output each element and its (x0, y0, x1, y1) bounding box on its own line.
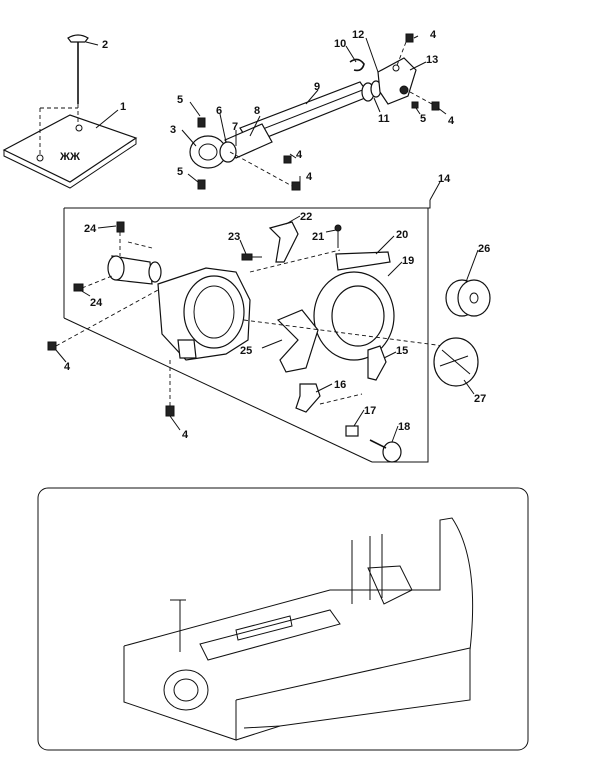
hook-base (157, 267, 251, 361)
callout-9: 9 (314, 81, 320, 93)
callout-3: 3 (170, 124, 176, 136)
callout-7: 7 (232, 121, 238, 133)
callout-2: 2 (102, 39, 108, 51)
callout-19: 19 (402, 255, 414, 267)
inset-frame (37, 487, 529, 751)
callout-11: 11 (378, 113, 390, 125)
callout-27: 27 (474, 393, 486, 405)
plate-20 (335, 251, 391, 271)
assembly-frame (63, 200, 431, 463)
hook-race-19 (313, 271, 395, 361)
callout-4e: 4 (64, 361, 71, 373)
bobbin-case-27 (433, 337, 479, 387)
callout-16: 16 (334, 379, 346, 391)
hook-25 (276, 309, 319, 373)
screw-21 (334, 224, 342, 248)
callout-5c: 5 (420, 113, 426, 125)
leader-lines (55, 35, 479, 443)
callout-13: 13 (426, 54, 438, 66)
part-16 (295, 383, 321, 413)
machine-body-inset (123, 517, 474, 741)
screw-18 (369, 439, 402, 463)
part-22 (268, 221, 299, 263)
set-screws-upper (197, 33, 440, 191)
callout-23: 23 (228, 231, 240, 243)
callout-4d: 4 (448, 115, 455, 127)
callout-4c: 4 (306, 171, 313, 183)
callout-17: 17 (364, 405, 376, 417)
plate-mark: ЖЖ (59, 151, 80, 163)
part-15 (367, 345, 387, 381)
callout-15: 15 (396, 345, 408, 357)
callout-10: 10 (334, 38, 346, 50)
callout-20: 20 (396, 229, 408, 241)
callout-24a: 24 (84, 223, 97, 235)
callout-21: 21 (312, 231, 324, 243)
callout-1: 1 (120, 101, 126, 113)
callout-25: 25 (240, 345, 252, 357)
callout-5a: 5 (177, 94, 183, 106)
callouts: 2 1 3 5 5 6 7 8 9 10 12 11 13 4 4 4 5 4 … (64, 29, 490, 441)
callout-5b: 5 (177, 166, 183, 178)
hook-driver (73, 221, 162, 292)
needle-plate: ЖЖ (2, 114, 138, 189)
set-screws-lower (47, 341, 175, 417)
shaft-crank (377, 57, 417, 105)
callout-4f: 4 (182, 429, 189, 441)
spring-17 (345, 425, 359, 437)
callout-18: 18 (398, 421, 410, 433)
callout-12: 12 (352, 29, 364, 41)
callout-4b: 4 (296, 149, 303, 161)
screw-23 (241, 253, 262, 261)
gear-3 (189, 135, 237, 169)
callout-14: 14 (438, 173, 451, 185)
plate-screw (67, 34, 89, 104)
callout-8: 8 (254, 105, 260, 117)
callout-4a: 4 (430, 29, 437, 41)
bobbin-26 (445, 279, 491, 317)
callout-6: 6 (216, 105, 222, 117)
retaining-ring-10 (349, 58, 365, 72)
callout-24b: 24 (90, 297, 103, 309)
shaft-collar (361, 80, 382, 102)
callout-22: 22 (300, 211, 312, 223)
callout-26: 26 (478, 243, 490, 255)
hook-shaft (224, 81, 371, 159)
